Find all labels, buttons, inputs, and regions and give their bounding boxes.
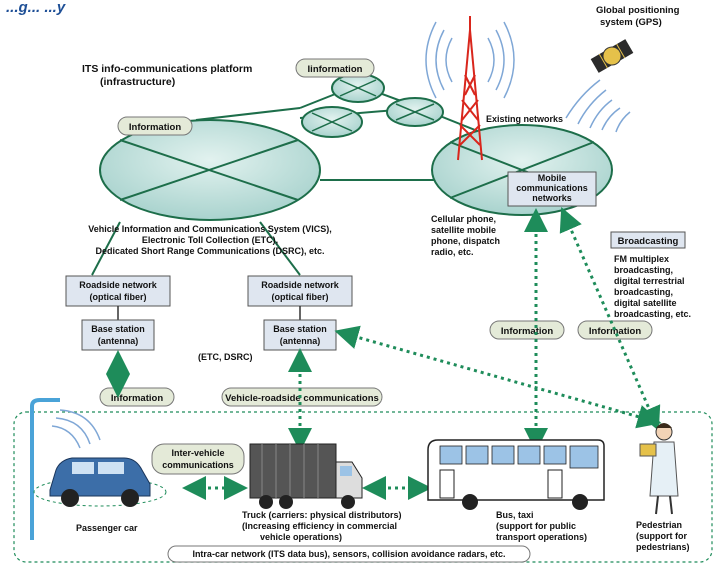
svg-text:Roadside network: Roadside network	[79, 280, 158, 290]
fm-line-3: digital terrestrial	[614, 276, 685, 286]
fm-line-5: digital satellite	[614, 298, 677, 308]
truck-icon	[249, 443, 363, 509]
platform-title-2: (infrastructure)	[100, 76, 175, 88]
svg-text:communications: communications	[162, 460, 234, 470]
cellular-line-4: radio, etc.	[431, 247, 474, 257]
svg-text:(antenna): (antenna)	[280, 336, 321, 346]
svg-text:(antenna): (antenna)	[98, 336, 139, 346]
information-pill-mobile: Information	[489, 320, 565, 340]
passenger-car-icon	[33, 457, 167, 507]
base-station-right: Base station (antenna)	[263, 319, 337, 351]
vics-line-3: Dedicated Short Range Communications (DS…	[95, 246, 324, 256]
svg-text:Broadcasting: Broadcasting	[618, 236, 679, 247]
small-ellipse-3	[386, 97, 444, 127]
svg-text:Vehicle-roadside communication: Vehicle-roadside communications	[225, 393, 379, 404]
svg-text:(optical fiber): (optical fiber)	[89, 292, 146, 302]
fm-line-2: broadcasting,	[614, 265, 673, 275]
communication-arrows	[106, 206, 662, 500]
cellular-line-3: phone, dispatch	[431, 236, 500, 246]
svg-text:Iinformation: Iinformation	[308, 64, 363, 75]
truck-label-1: Truck (carriers: physical distributors)	[242, 510, 402, 520]
bus-label-1: Bus, taxi	[496, 510, 534, 520]
gps-label-2: system (GPS)	[600, 17, 662, 28]
fm-line-6: broadcasting, etc.	[614, 309, 691, 319]
cellular-line-2: satellite mobile	[431, 225, 496, 235]
broadcasting-box: Broadcasting	[610, 231, 686, 249]
platform-title-1: ITS info-communications platform	[82, 63, 252, 75]
roadside-network-left: Roadside network (optical fiber)	[65, 275, 171, 307]
svg-text:(optical fiber): (optical fiber)	[271, 292, 328, 302]
intra-car-network-pill: Intra-car network (ITS data bus), sensor…	[167, 545, 531, 563]
passenger-car-label: Passenger car	[76, 523, 138, 533]
vics-line-1: Vehicle Information and Communications S…	[88, 224, 332, 234]
svg-text:Base station: Base station	[91, 324, 145, 334]
inter-vehicle-pill: Inter-vehicle communications	[151, 443, 245, 475]
satellite-icon	[565, 39, 634, 133]
bus-label-2: (support for public	[496, 521, 576, 531]
radio-tower-icon	[425, 16, 515, 161]
information-pill-top: Iinformation	[295, 58, 375, 78]
fm-line-4: broadcasting,	[614, 287, 673, 297]
roadside-network-right: Roadside network (optical fiber)	[247, 275, 353, 307]
bus-label-3: transport operations)	[496, 532, 587, 542]
street-lamp-icon	[30, 398, 101, 540]
truck-label-2: (Increasing efficiency in commercial	[242, 521, 397, 531]
svg-text:networks: networks	[532, 193, 572, 203]
svg-text:Mobile: Mobile	[538, 173, 567, 183]
svg-text:Inter-vehicle: Inter-vehicle	[171, 448, 224, 458]
gps-label-1: Global positioning	[596, 5, 680, 16]
svg-text:Base station: Base station	[273, 324, 327, 334]
fm-line-1: FM multiplex	[614, 254, 669, 264]
pedestrian-label-3: pedestrians)	[636, 542, 690, 552]
svg-text:Information: Information	[111, 393, 163, 404]
vehicle-roadside-pill: Vehicle-roadside communications	[221, 387, 383, 407]
truck-label-3: vehicle operations)	[260, 532, 342, 542]
bus-icon	[427, 439, 605, 510]
infrastructure-ellipse	[99, 119, 321, 221]
small-ellipse-1	[331, 73, 385, 103]
svg-text:Information: Information	[501, 326, 553, 337]
base-station-left: Base station (antenna)	[81, 319, 155, 351]
small-ellipse-2	[301, 106, 363, 138]
partial-title: ...g... ...y	[6, 0, 66, 16]
information-pill-left: Information	[117, 116, 193, 136]
pedestrian-label-1: Pedestrian	[636, 520, 682, 530]
svg-text:Roadside network: Roadside network	[261, 280, 340, 290]
pedestrian-label-2: (support for	[636, 531, 687, 541]
cellular-line-1: Cellular phone,	[431, 214, 496, 224]
svg-text:Information: Information	[129, 122, 181, 133]
information-pill-roadside: Information	[99, 387, 175, 407]
svg-text:Intra-car network (ITS data bu: Intra-car network (ITS data bus), sensor…	[192, 549, 505, 559]
etc-dsrc-label: (ETC, DSRC)	[198, 352, 253, 362]
mobile-networks-box: Mobile communications networks	[507, 171, 597, 207]
existing-networks-label: Existing networks	[486, 114, 563, 124]
pedestrian-icon	[639, 423, 679, 515]
svg-text:communications: communications	[516, 183, 588, 193]
vics-line-2: Electronic Toll Collection (ETC),	[142, 235, 278, 245]
information-pill-broadcast: Information	[577, 320, 653, 340]
vehicle-area-border	[13, 411, 713, 563]
